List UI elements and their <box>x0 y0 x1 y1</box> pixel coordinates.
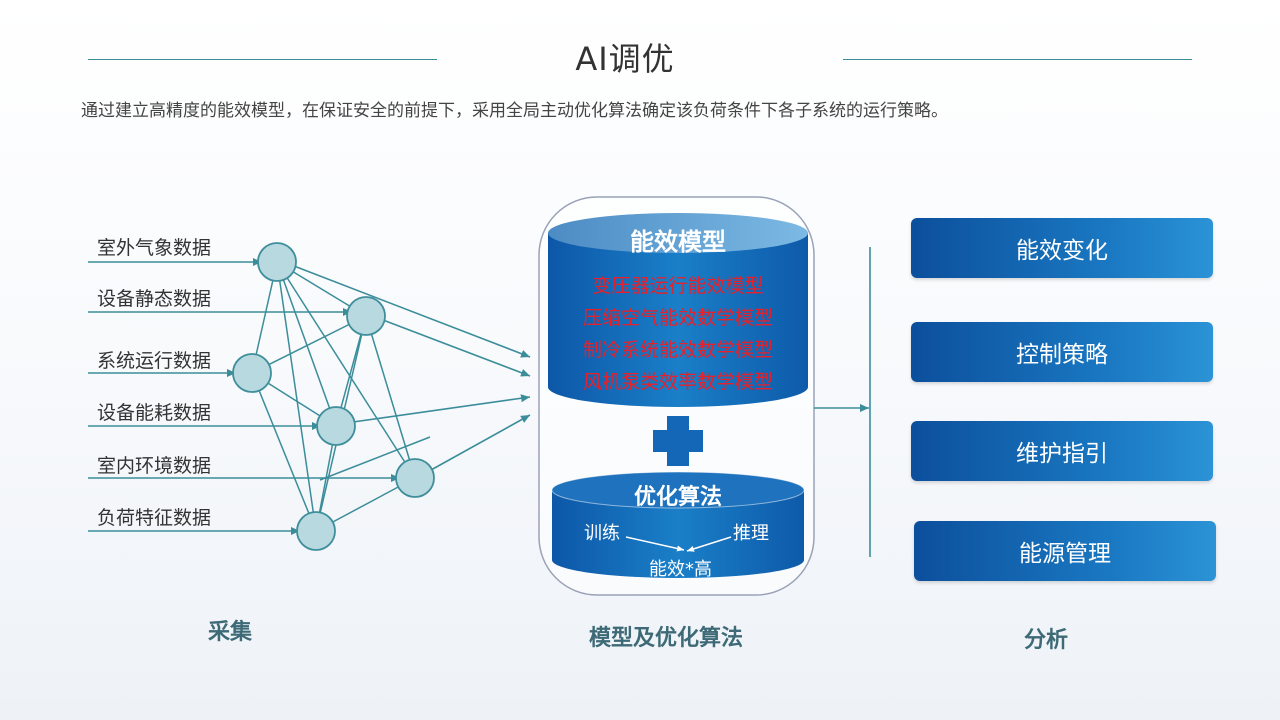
connection <box>365 315 416 479</box>
section-label-analysis: 分析 <box>1024 628 1069 653</box>
connection <box>251 315 367 374</box>
output-box-maintenance-guide: 维护指引 <box>911 421 1213 481</box>
output-label: 能源管理 <box>1019 541 1111 567</box>
title-divider-left <box>88 59 437 60</box>
connection <box>276 261 337 427</box>
page-title: AI调优 <box>575 40 675 78</box>
network-node <box>395 458 435 498</box>
output-arrows <box>293 265 531 471</box>
output-label: 控制策略 <box>1016 342 1108 368</box>
algorithm-infer-label: 推理 <box>733 523 769 544</box>
model-item-compressed-air: 压缩空气能效数学模型 <box>582 307 773 329</box>
connection <box>319 436 431 481</box>
algorithm-train-label: 训练 <box>584 523 620 544</box>
network-nodes <box>232 242 435 551</box>
output-arrow <box>352 394 531 423</box>
output-box-efficiency-change: 能效变化 <box>911 218 1213 278</box>
model-item-transformer: 变压器运行能效模型 <box>592 275 764 297</box>
output-arrow <box>293 265 531 358</box>
infer-arrow <box>686 536 732 552</box>
title-divider-right <box>843 59 1192 60</box>
network-node <box>296 511 336 551</box>
algorithm-title: 优化算法 <box>633 485 722 510</box>
network-node <box>346 296 386 336</box>
input-label-load-feature: 负荷特征数据 <box>97 507 212 529</box>
section-label-model: 模型及优化算法 <box>589 626 744 651</box>
page-subtitle: 通过建立高精度的能效模型，在保证安全的前提下，采用全局主动优化算法确定该负荷条件… <box>81 101 948 121</box>
algorithm-cylinder <box>551 471 805 578</box>
connection <box>276 261 416 479</box>
input-lines <box>88 258 400 535</box>
output-box-energy-management: 能源管理 <box>914 521 1216 581</box>
algorithm-arrows <box>625 536 732 552</box>
network-node <box>316 406 356 446</box>
model-item-fan-pump: 风机泵类效率数学模型 <box>582 371 773 393</box>
output-box-control-strategy: 控制策略 <box>911 322 1213 382</box>
efficiency-model-cylinder <box>548 213 808 407</box>
train-arrow <box>625 536 685 552</box>
section-label-collection: 采集 <box>208 620 253 645</box>
input-label-indoor-environment: 室内环境数据 <box>97 455 212 477</box>
efficiency-model-title: 能效模型 <box>630 228 726 256</box>
output-label: 维护指引 <box>1016 441 1108 467</box>
input-label-system-operation: 系统运行数据 <box>97 350 212 372</box>
input-label-device-static: 设备静态数据 <box>97 288 212 310</box>
connection <box>276 261 317 532</box>
connection <box>251 372 317 532</box>
input-label-outdoor-weather: 室外气象数据 <box>97 237 212 259</box>
output-label: 能效变化 <box>1016 238 1108 264</box>
output-arrow <box>382 319 531 377</box>
plus-icon <box>653 416 703 466</box>
network-node <box>232 353 272 393</box>
model-item-refrigeration: 制冷系统能效数学模型 <box>582 339 773 361</box>
output-arrow <box>430 414 531 471</box>
input-label-device-energy: 设备能耗数据 <box>97 402 212 424</box>
algorithm-result-label: 能效*高 <box>649 559 712 580</box>
network-node <box>257 242 297 282</box>
